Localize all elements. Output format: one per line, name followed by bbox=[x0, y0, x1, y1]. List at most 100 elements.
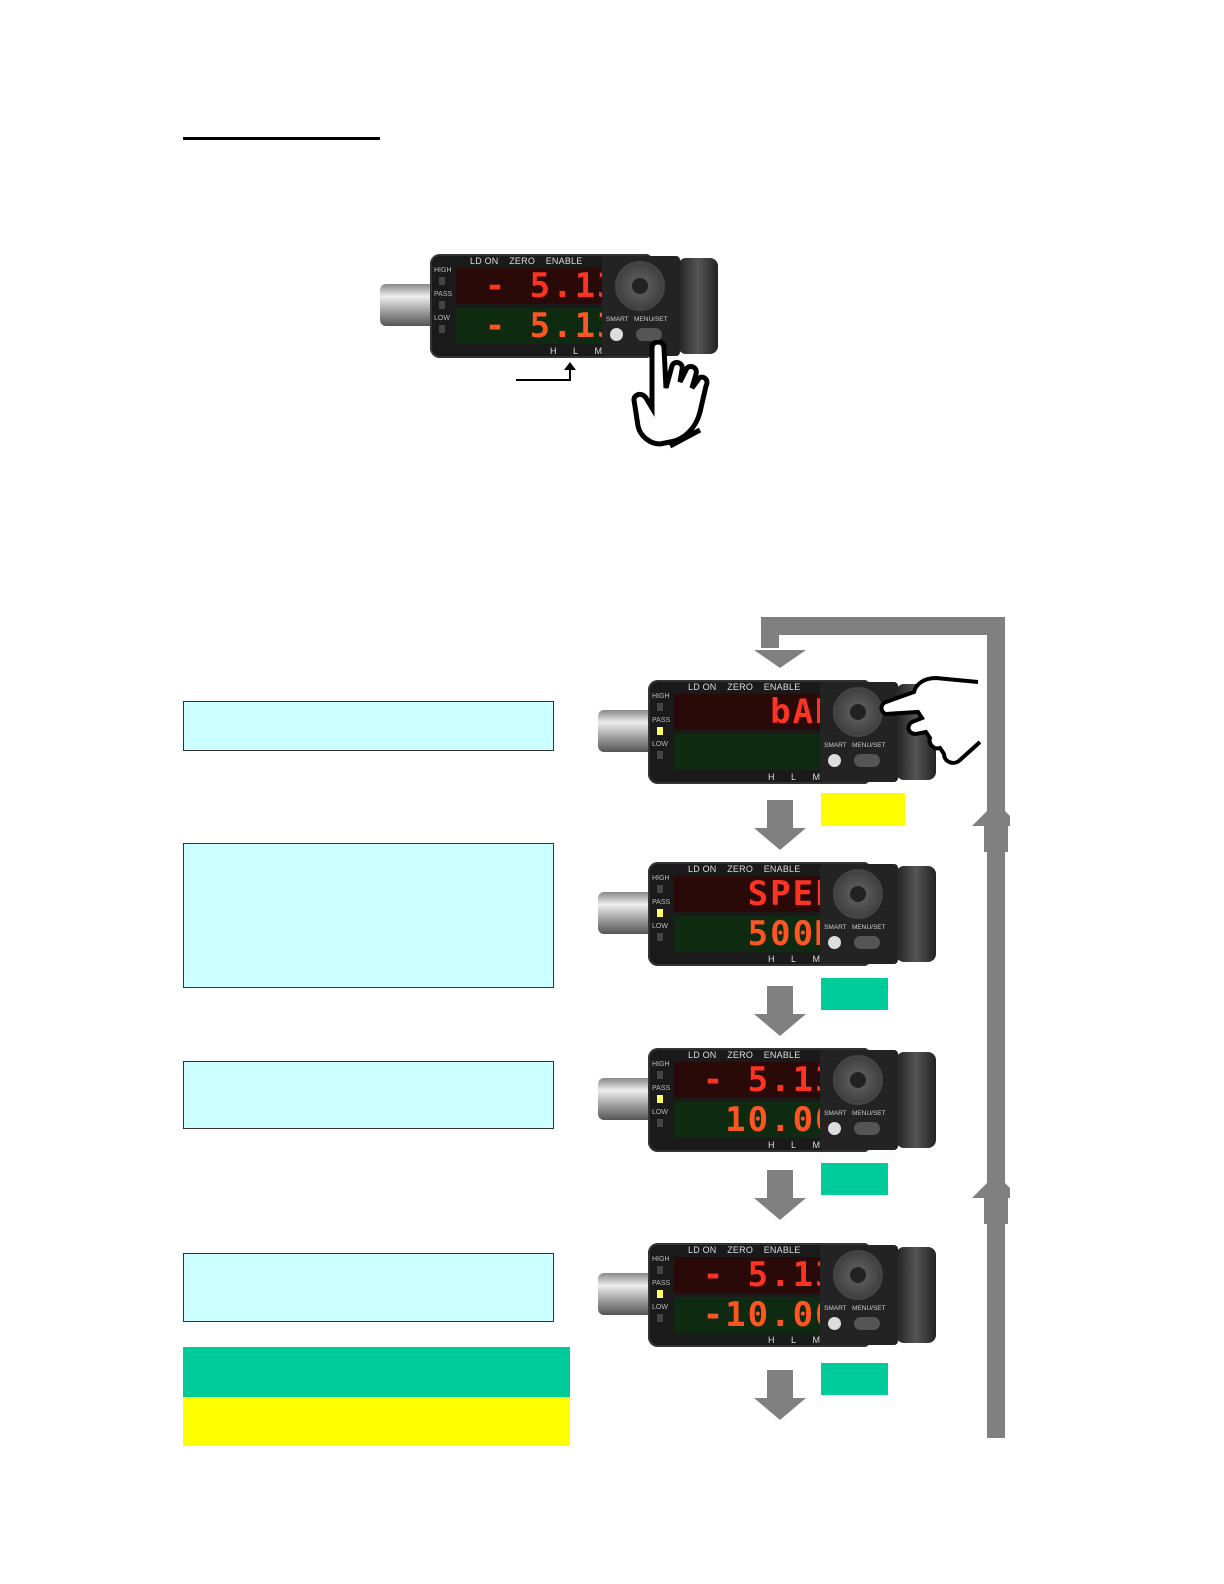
ld-on-label: LD ON bbox=[688, 682, 717, 692]
pass-led bbox=[657, 1095, 663, 1103]
pointing-hand-icon bbox=[631, 340, 710, 449]
pass-label: PASS bbox=[652, 717, 671, 724]
control-panel: SMART MENU/SET bbox=[820, 682, 898, 782]
h-label: H bbox=[768, 772, 775, 782]
menu-set-label: MENU/SET bbox=[852, 1110, 886, 1117]
pass-label: PASS bbox=[652, 1280, 671, 1287]
zero-label: ZERO bbox=[727, 1050, 754, 1060]
status-indicators: HIGH PASS LOW bbox=[652, 692, 671, 764]
low-led bbox=[657, 1314, 663, 1322]
low-led bbox=[439, 325, 445, 333]
menu-set-button[interactable] bbox=[854, 1317, 880, 1330]
h-label: H bbox=[550, 346, 557, 356]
pass-led bbox=[439, 301, 445, 309]
low-label: LOW bbox=[652, 923, 668, 930]
arrow-keypad[interactable] bbox=[836, 872, 880, 916]
control-panel: SMART MENU/SET bbox=[820, 1050, 898, 1150]
ld-on-label: LD ON bbox=[688, 1050, 717, 1060]
high-led bbox=[657, 885, 663, 893]
flow-down-arrow-icon bbox=[754, 986, 806, 1036]
flow-down-arrow-icon bbox=[754, 1170, 806, 1220]
smart-label: SMART bbox=[824, 1110, 847, 1117]
control-panel: SMART MENU/SET bbox=[602, 256, 680, 356]
smart-label: SMART bbox=[824, 924, 847, 931]
top-indicator-labels: LD ON ZERO ENABLE bbox=[688, 864, 858, 874]
enable-label: ENABLE bbox=[763, 1245, 801, 1255]
arrow-keypad[interactable] bbox=[836, 1058, 880, 1102]
menu-set-button[interactable] bbox=[636, 328, 662, 341]
zero-label: ZERO bbox=[727, 1245, 754, 1255]
enable-label: ENABLE bbox=[545, 256, 583, 266]
device-connector bbox=[896, 1052, 936, 1148]
l-label: L bbox=[791, 1335, 797, 1345]
high-label: HIGH bbox=[652, 693, 670, 700]
menu-set-button[interactable] bbox=[854, 754, 880, 767]
status-indicators: HIGH PASS LOW bbox=[652, 1255, 671, 1327]
smart-button[interactable] bbox=[828, 1317, 841, 1330]
arrow-keypad[interactable] bbox=[836, 690, 880, 734]
zero-label: ZERO bbox=[727, 864, 754, 874]
arrow-keypad[interactable] bbox=[618, 264, 662, 308]
low-label: LOW bbox=[652, 741, 668, 748]
smart-button[interactable] bbox=[828, 936, 841, 949]
low-led bbox=[657, 751, 663, 759]
arrow-keypad[interactable] bbox=[836, 1253, 880, 1297]
sensor-amplifier-main: HIGH PASS LOW LD ON ZERO ENABLE - 5.138 … bbox=[380, 254, 725, 358]
low-label: LOW bbox=[652, 1109, 668, 1116]
device-connector bbox=[896, 1247, 936, 1343]
zero-label: ZERO bbox=[509, 256, 536, 266]
ld-on-label: LD ON bbox=[470, 256, 499, 266]
callout-arrow-icon bbox=[516, 362, 576, 381]
status-indicators: HIGH PASS LOW bbox=[652, 874, 671, 946]
smart-button[interactable] bbox=[828, 1122, 841, 1135]
zero-label: ZERO bbox=[727, 682, 754, 692]
top-indicator-labels: LD ON ZERO ENABLE bbox=[688, 1050, 858, 1060]
control-panel: SMART MENU/SET bbox=[820, 864, 898, 964]
pass-led bbox=[657, 727, 663, 735]
section-title-underline bbox=[183, 137, 380, 140]
pass-label: PASS bbox=[434, 291, 453, 298]
menu-set-label: MENU/SET bbox=[634, 316, 668, 323]
smart-button[interactable] bbox=[828, 754, 841, 767]
enable-label: ENABLE bbox=[763, 1050, 801, 1060]
high-led bbox=[657, 1071, 663, 1079]
note-box-speed bbox=[183, 843, 554, 988]
l-label: L bbox=[791, 954, 797, 964]
pass-led bbox=[657, 1290, 663, 1298]
flow-down-arrow-icon bbox=[754, 800, 806, 850]
l-label: L bbox=[573, 346, 579, 356]
low-led bbox=[657, 1119, 663, 1127]
key-tag-green bbox=[821, 1163, 888, 1195]
note-box-low-setpoint bbox=[183, 1253, 554, 1322]
sensor-amplifier-low: HIGH PASS LOW LD ON ZERO ENABLE - 5.138 … bbox=[598, 1243, 943, 1347]
menu-set-button[interactable] bbox=[854, 936, 880, 949]
key-tag-green bbox=[821, 978, 888, 1010]
status-indicators: HIGH PASS LOW bbox=[652, 1060, 670, 1132]
note-box-bank bbox=[183, 701, 554, 751]
high-label: HIGH bbox=[652, 1061, 670, 1068]
smart-button[interactable] bbox=[610, 328, 623, 341]
high-label: HIGH bbox=[434, 267, 452, 274]
high-led bbox=[657, 1266, 663, 1274]
low-led bbox=[657, 933, 663, 941]
pass-led bbox=[657, 909, 663, 917]
pass-label: PASS bbox=[652, 899, 671, 906]
pressing-hand-icon bbox=[879, 675, 982, 765]
sensor-amplifier-speed: HIGH PASS LOW LD ON ZERO ENABLE SPEEd 50… bbox=[598, 862, 943, 966]
menu-set-label: MENU/SET bbox=[852, 742, 886, 749]
smart-label: SMART bbox=[824, 742, 847, 749]
low-label: LOW bbox=[652, 1304, 668, 1311]
legend-yellow-bar bbox=[183, 1397, 570, 1446]
enable-label: ENABLE bbox=[763, 864, 801, 874]
sensor-amplifier-high: HIGH PASS LOW LD ON ZERO ENABLE - 5.138 … bbox=[598, 1048, 943, 1152]
key-tag-green bbox=[821, 1363, 888, 1395]
h-label: H bbox=[768, 1140, 775, 1150]
smart-label: SMART bbox=[606, 316, 629, 323]
low-label: LOW bbox=[434, 315, 450, 322]
ld-on-label: LD ON bbox=[688, 864, 717, 874]
top-indicator-labels: LD ON ZERO ENABLE bbox=[470, 256, 640, 266]
menu-set-button[interactable] bbox=[854, 1122, 880, 1135]
h-label: H bbox=[768, 954, 775, 964]
l-label: L bbox=[791, 772, 797, 782]
smart-label: SMART bbox=[824, 1305, 847, 1312]
